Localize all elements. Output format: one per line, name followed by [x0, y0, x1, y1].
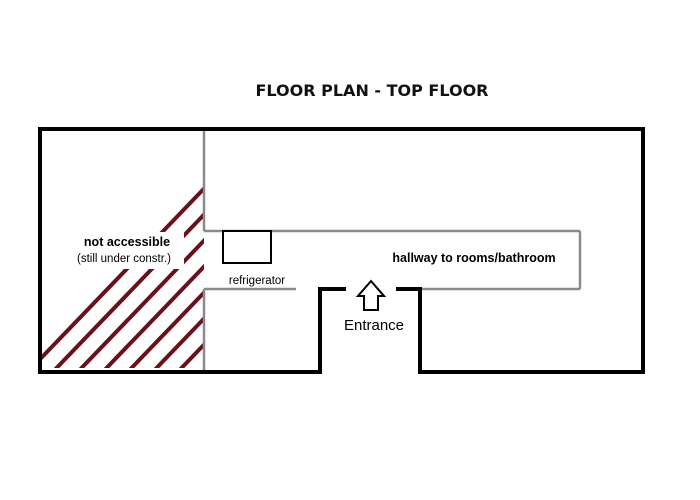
- entrance-wall-right: [396, 287, 422, 374]
- under-construction-label: (still under constr.): [77, 253, 171, 265]
- hatch-line: [320, 120, 570, 380]
- hallway-label: hallway to rooms/bathroom: [392, 251, 555, 265]
- hatch-line: [78, 237, 204, 368]
- not-accessible-label: not accessible: [84, 235, 170, 249]
- hatch-line: [103, 263, 204, 368]
- hatch-line: [420, 120, 670, 380]
- outer-wall: [38, 127, 645, 374]
- hatch-line: [153, 315, 204, 368]
- hatch-line: [445, 120, 695, 380]
- hatch-line: [470, 120, 700, 380]
- hatch-line: [245, 120, 495, 380]
- refrigerator-label: refrigerator: [229, 275, 285, 287]
- hatch-line: [495, 120, 700, 380]
- hatch-line: [270, 120, 520, 380]
- hatch-line: [395, 120, 645, 380]
- hatch-line: [345, 120, 595, 380]
- entrance-wall-left: [318, 287, 346, 374]
- hatch-line: [128, 289, 204, 368]
- entrance-label: Entrance: [344, 317, 404, 334]
- diagram-title: FLOOR PLAN - TOP FLOOR: [255, 81, 488, 100]
- inaccessible-label-backdrop: [62, 232, 184, 269]
- refrigerator-box: [222, 230, 272, 264]
- hatch-line: [178, 341, 204, 368]
- entrance-arrow-icon: [355, 279, 387, 311]
- exterior-walls: [38, 127, 645, 374]
- hatch-line: [370, 120, 620, 380]
